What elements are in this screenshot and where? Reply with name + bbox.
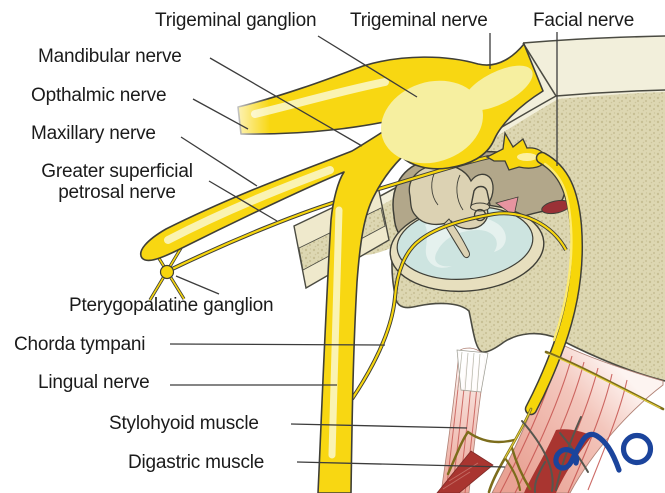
stapes-shape	[470, 185, 491, 222]
ao-logo-letter-o	[620, 432, 654, 466]
facial-nerve-branches	[446, 350, 665, 493]
trigeminal-complex-shape	[140, 43, 544, 493]
stylohyoid-muscle-shape	[440, 347, 489, 493]
malleus-handle-shape	[443, 218, 470, 259]
label-chorda-tympani: Chorda tympani	[14, 334, 146, 355]
meatus-edge-line	[522, 42, 557, 97]
leader-pterygopalatine-ganglion	[175, 275, 220, 295]
label-mandibular-nerve: Mandibular nerve	[38, 46, 182, 67]
leader-gsp-nerve	[208, 180, 278, 222]
tensor-tympani-shape	[495, 196, 519, 217]
label-pterygopalatine-ganglion: Pterygopalatine ganglion	[69, 295, 274, 316]
ao-logo-letter-a	[553, 431, 622, 473]
trigeminal-ganglion-highlight	[381, 80, 483, 164]
label-opthalmic-nerve: Opthalmic nerve	[31, 85, 167, 106]
leader-digastric-muscle	[296, 461, 506, 468]
label-gsp-line1: Greater superficial	[41, 161, 193, 182]
leader-lines	[169, 32, 558, 468]
chorda-tympani-shape	[350, 211, 568, 401]
skull-base-line	[522, 35, 665, 44]
leader-mandibular-nerve	[209, 57, 363, 147]
label-facial-nerve: Facial nerve	[533, 10, 635, 31]
label-lingual-nerve: Lingual nerve	[38, 372, 150, 393]
ao-logo	[553, 431, 654, 473]
label-trigeminal-ganglion: Trigeminal ganglion	[155, 10, 317, 31]
label-digastric-muscle: Digastric muscle	[128, 452, 265, 473]
leader-stylohyoid-muscle	[290, 423, 468, 429]
leader-trigeminal-ganglion	[317, 35, 418, 98]
label-greater-superficial-petrosal-nerve: Greater superficial petrosal nerve	[26, 161, 208, 203]
leader-chorda-tympani	[169, 343, 386, 346]
label-gsp-line2: petrosal nerve	[58, 182, 176, 203]
bone-inner-edge-line	[555, 89, 665, 97]
leader-opthalmic-nerve	[192, 98, 249, 130]
leader-maxillary-nerve	[180, 136, 258, 187]
label-maxillary-nerve: Maxillary nerve	[31, 123, 156, 144]
opthalmic-tip-fade	[225, 95, 270, 142]
label-trigeminal-nerve: Trigeminal nerve	[350, 10, 488, 31]
facial-nerve-shape	[524, 151, 584, 416]
label-stylohyoid-muscle: Stylohyoid muscle	[109, 413, 259, 434]
